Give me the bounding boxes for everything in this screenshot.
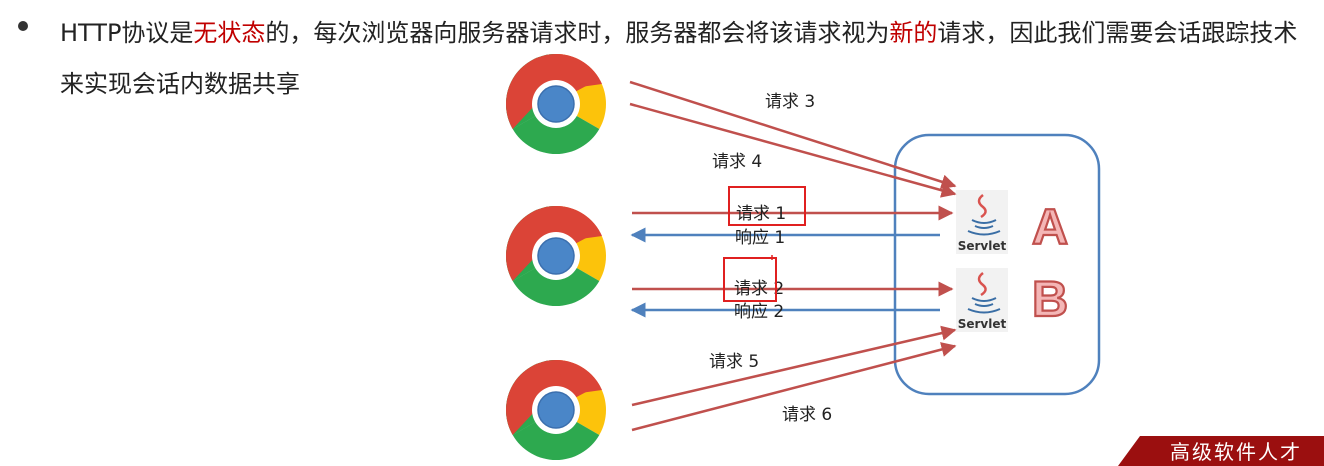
heading-text: HTTP协议是无状态的，每次浏览器向服务器请求时，服务器都会将该请求视为新的请求…: [60, 8, 1320, 110]
label-request-6: 请求 6: [782, 405, 832, 425]
chrome-icon: [503, 51, 609, 157]
label-request-1: 请求 1: [736, 204, 786, 224]
servlet-b-letter: B: [1032, 271, 1068, 327]
browser-3: [503, 357, 609, 463]
heading-part-2: 的，每次浏览器向服务器请求时，服务器都会将该请求视为: [265, 19, 890, 47]
highlight-box-request-2: [723, 257, 777, 302]
arrow-request-6: [631, 342, 957, 432]
highlight-box-request-1: [728, 186, 806, 226]
servlet-b: Servlet B: [956, 268, 1069, 332]
cursor-mark: [770, 255, 774, 260]
label-request-3: 请求 3: [765, 92, 815, 112]
label-request-4: 请求 4: [712, 152, 762, 172]
arrow-request-4: [629, 102, 957, 198]
brand-banner: [1118, 436, 1324, 466]
servlet-a: Servlet A: [956, 190, 1069, 256]
label-request-5: 请求 5: [709, 352, 759, 372]
chrome-icon: [503, 203, 609, 309]
heading-highlight-new: 新的: [889, 19, 938, 47]
chrome-icon: [503, 357, 609, 463]
java-servlet-icon: Servlet: [956, 190, 1008, 254]
label-response-1: 响应 1: [735, 228, 785, 248]
servlet-a-word: Servlet: [958, 239, 1007, 253]
java-servlet-icon: Servlet: [956, 268, 1008, 332]
label-request-2: 请求 2: [734, 279, 784, 299]
servlet-b-word: Servlet: [958, 317, 1007, 331]
servlet-a-letter: A: [1032, 199, 1068, 255]
heading-part-3: 请求，因此我们需要会话跟踪技术来实现会话内数据共享: [60, 19, 1298, 98]
arrow-request-3: [629, 80, 957, 190]
label-response-2: 响应 2: [734, 302, 784, 322]
arrow-request-5: [631, 325, 957, 407]
brand-banner-text: 高级软件人才: [1170, 440, 1302, 464]
server-box: [893, 133, 1101, 396]
browser-2: [503, 203, 609, 309]
bullet-point: [18, 21, 28, 31]
heading-highlight-stateless: 无状态: [193, 19, 266, 47]
heading-part-1: HTTP协议是: [60, 19, 194, 47]
browser-1: [503, 51, 609, 157]
